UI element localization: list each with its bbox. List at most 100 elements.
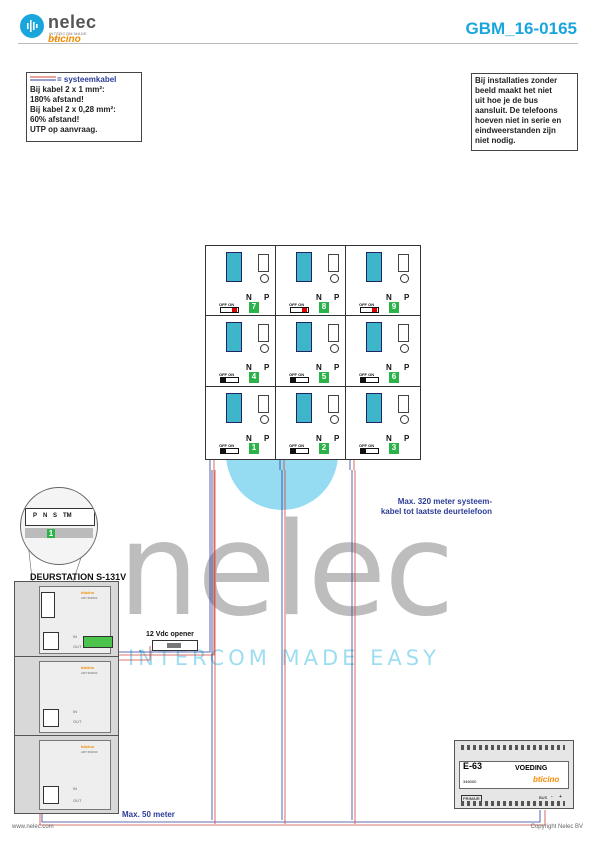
rotary-switch-icon [400,344,409,353]
phone-unit: N P OFF ON 7 [205,245,277,317]
door-module-3: bticino ART.352000 IN OUT [14,735,119,814]
ps-face [459,761,569,789]
door-opener-icon [152,640,198,651]
phone-number: 8 [319,302,329,313]
switch-label: OFF ON [359,302,375,307]
door-station-title: DEURSTATION S-131V [30,572,127,582]
handset-icon [258,324,269,342]
np-label-n: N [246,434,252,443]
dip-switch-icon [290,307,309,313]
info-line: hoeven niet in serie en [475,116,562,125]
door-module-2: bticino ART.352000 IN OUT [14,656,119,737]
phone-unit: N P OFF ON 5 [275,315,347,388]
info-line: niet nodig. [475,136,516,145]
in-label: IN [73,634,77,639]
phone-unit: N P OFF ON 4 [205,315,277,388]
phone-unit: N P OFF ON 8 [275,245,347,317]
connector-icon [43,786,59,804]
terminal-block-icon [366,322,382,352]
np-label-n: N [386,434,392,443]
brand-sub: bticino [48,34,81,45]
phone-number: 3 [389,443,399,454]
in-label: IN [73,786,77,791]
zoom-number: 1 [47,529,55,538]
switch-label: OFF ON [289,302,305,307]
np-label-p: P [264,434,270,443]
np-label-n: N [386,293,392,302]
phone-number: 4 [249,372,259,383]
terminal-block-icon [296,322,312,352]
logo-mark-icon [20,14,44,38]
power-supply: E-63 VOEDING 346000 bticino PRIMAIR BUS … [454,740,574,809]
dip-switch-icon [290,448,309,454]
dip-switch-icon [360,448,379,454]
legend-line: 180% afstand! [30,95,84,104]
np-label-n: N [316,363,322,372]
terminal-block-icon [226,393,242,423]
phone-unit: N P OFF ON 6 [345,315,421,388]
switch-label: OFF ON [219,302,235,307]
green-terminals-icon [83,636,113,648]
max-system-line-1: Max. 320 meter systeem- [397,497,492,506]
module-code: ART.352501 [81,596,98,600]
handset-icon [398,395,409,413]
terminal-block-icon [226,322,242,352]
legend-line: Bij kabel 2 x 1 mm²: [30,85,105,94]
max-system-note: Max. 320 meter systeem- kabel tot laatst… [340,497,492,517]
out-label: OUT [73,719,82,724]
rotary-switch-icon [400,274,409,283]
terminal-block-icon [366,252,382,282]
module-brand: bticino [81,744,95,749]
ps-minus-label: - [551,794,553,800]
rotary-switch-icon [260,344,269,353]
info-line: eindweerstanden zijn [475,126,556,135]
footer-copyright: Copyright Nelec BV [530,824,583,830]
brand-tagline: INTERCOM MADE EASY [49,31,87,41]
handset-icon [328,254,339,272]
np-label-p: P [404,434,410,443]
footer-website[interactable]: www.nelec.com [12,824,54,830]
out-label: OUT [73,644,82,649]
dip-switch-icon [220,448,239,454]
connector-icon [43,632,59,650]
max-system-line-2: kabel tot laatste deurtelefoon [380,507,492,516]
handset-icon [328,324,339,342]
zoom-label: N [43,513,48,519]
dip-switch-icon [220,377,239,383]
header-divider [18,43,578,44]
logo: nelec INTERCOM MADE EASY bticino [20,12,97,45]
document-code: GBM_16-0165 [465,19,577,38]
ps-model: E-63 [463,761,483,771]
phone-number: 9 [389,302,399,313]
info-box: Bij installaties zonder beeld maakt het … [471,73,578,151]
terminal-block-icon [366,393,382,423]
cable-legend-box: = systeemkabel Bij kabel 2 x 1 mm²: 180%… [26,72,142,142]
watermark-text: nelec [118,496,455,645]
zoom-label: TM [63,513,72,519]
switch-label: OFF ON [289,372,305,377]
phone-unit: N P OFF ON 3 [345,386,421,460]
np-label-p: P [264,363,270,372]
rotary-switch-icon [330,274,339,283]
module-code: ART.352000 [81,671,98,675]
dip-switch-icon [360,307,379,313]
phone-unit: N P OFF ON 9 [345,245,421,317]
np-label-n: N [316,293,322,302]
legend-line: Bij kabel 2 x 0,28 mm²: [30,105,116,114]
dip-switch-icon [360,377,379,383]
phone-number: 5 [319,372,329,383]
switch-label: OFF ON [289,443,305,448]
ps-top-terminals-icon [461,745,565,750]
phone-number: 7 [249,302,259,313]
ps-brand: bticino [533,775,560,784]
legend-line: 60% afstand! [30,115,80,124]
phone-unit: N P OFF ON 1 [205,386,277,460]
rotary-switch-icon [260,415,269,424]
rotary-switch-icon [400,415,409,424]
info-line: aansluit. De telefoons [475,106,558,115]
np-label-n: N [386,363,392,372]
info-line: uit hoe je de bus [475,96,539,105]
info-line: beeld maakt het niet [475,86,552,95]
door-module-1: ART.352501 bticino IN OUT [14,581,119,658]
brand-name: nelec [48,12,97,32]
